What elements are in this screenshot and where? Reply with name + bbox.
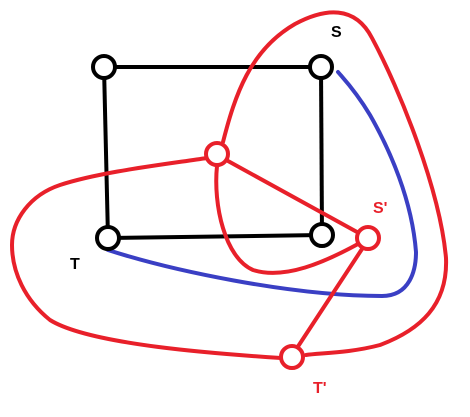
- label-s-prime: S': [373, 200, 387, 217]
- label-t: T: [70, 256, 80, 273]
- primal-vertex-bottom-right: [309, 222, 335, 248]
- dual-edge-center-sprime: [226, 159, 359, 234]
- dual-edge-left-loop: [9, 156, 283, 360]
- primal-vertex-s: [308, 54, 334, 80]
- blue-path-t-to-s: [106, 70, 419, 299]
- dual-edge-outer-right-loop: [221, 10, 449, 357]
- primal-vertex-top-left: [91, 54, 117, 80]
- dual-edge-sprime-tprime: [295, 247, 364, 350]
- primal-vertices: [91, 54, 335, 251]
- primal-graph: [102, 65, 324, 240]
- label-s: S: [331, 24, 342, 41]
- dual-vertex-s-prime: [355, 225, 381, 251]
- dual-vertex-t-prime: [279, 344, 305, 370]
- dual-edge-inner-loop: [214, 164, 360, 275]
- dual-graph: [9, 10, 449, 360]
- label-t-prime: T': [313, 380, 327, 397]
- primal-vertex-t: [95, 225, 121, 251]
- primal-edge-left: [102, 66, 110, 239]
- dual-vertices: [204, 141, 381, 370]
- primal-edge-right: [319, 66, 324, 236]
- dual-vertex-center: [204, 141, 230, 167]
- primal-edge-bottom: [107, 233, 323, 240]
